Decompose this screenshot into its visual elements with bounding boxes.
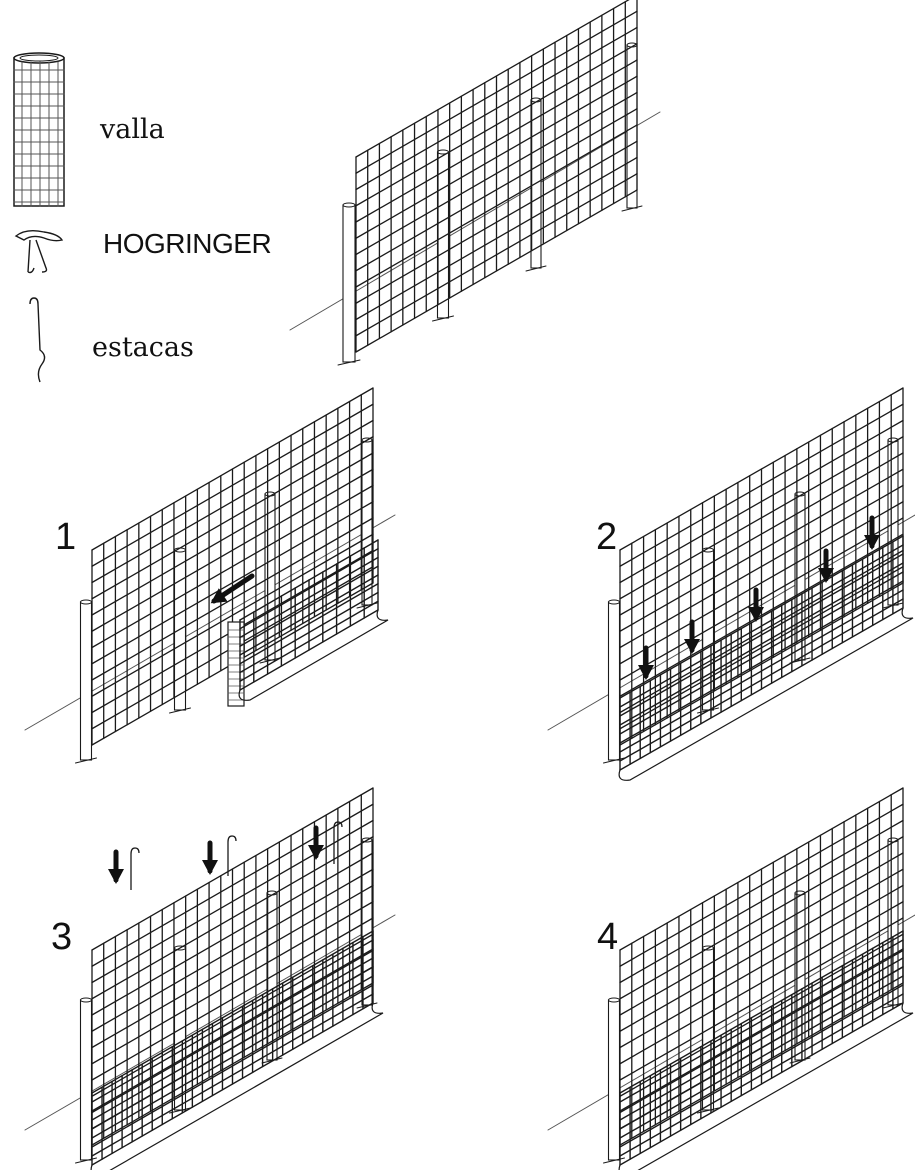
post (76, 600, 97, 763)
fence-mesh (356, 0, 637, 352)
bottom-mesh (239, 540, 388, 700)
stakes-label: estacas (92, 334, 194, 361)
post (170, 548, 191, 713)
stake-icon (131, 848, 139, 890)
step-2-panel (548, 388, 915, 780)
panels (25, 0, 915, 1170)
bottom-mesh (619, 931, 913, 1170)
step-number-4: 4 (597, 918, 618, 956)
step-number-1: 1 (55, 518, 76, 556)
post (604, 998, 625, 1163)
overview-panel (290, 0, 660, 365)
fence-mesh (620, 788, 903, 1145)
fence-label: valla (100, 116, 165, 143)
step-3-panel (25, 788, 395, 1170)
arrow-icon (308, 828, 324, 860)
mesh-curl (239, 610, 388, 700)
fence-roll-icon (14, 53, 64, 206)
post (604, 600, 625, 763)
hogringer-pliers-icon (16, 231, 62, 273)
step-number-3: 3 (51, 918, 72, 956)
arrow-icon (202, 843, 218, 875)
step-1-panel (25, 388, 395, 763)
post (357, 838, 377, 1008)
fence-mesh (92, 788, 373, 1145)
bottom-mesh (619, 536, 913, 780)
arrow-icon (108, 852, 124, 884)
post (357, 438, 377, 608)
post (76, 998, 97, 1163)
hogringer-label: HOGRINGER (103, 230, 271, 258)
mesh-curl (619, 608, 913, 780)
post (338, 203, 360, 365)
bottom-mesh (91, 931, 383, 1170)
step-number-2: 2 (596, 518, 617, 556)
legend-icons (14, 53, 64, 382)
step-4-panel (548, 788, 915, 1170)
fence-roll (228, 622, 244, 706)
stake-icon (30, 298, 45, 382)
